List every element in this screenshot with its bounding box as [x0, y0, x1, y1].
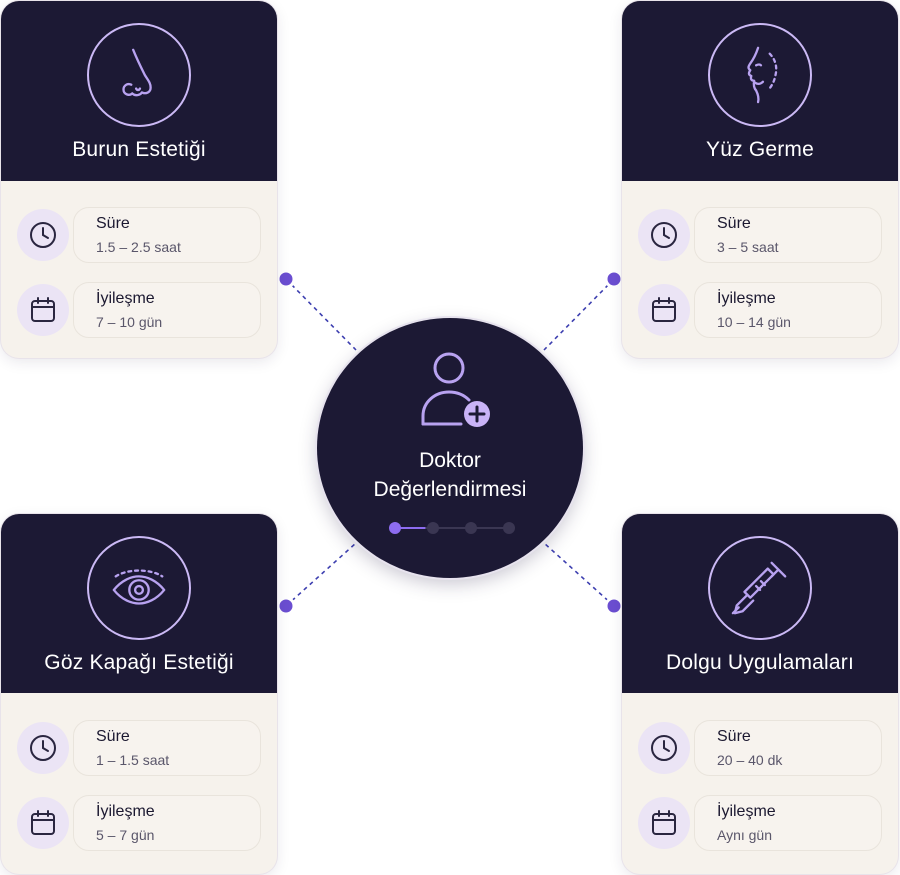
info-pill — [73, 720, 261, 776]
eye-icon — [87, 536, 191, 640]
connector-line-bottom-left — [285, 542, 357, 607]
center-hub-doktor-degerlendirmesi: Doktor Değerlendirmesi — [317, 318, 583, 578]
recovery-row: İyileşme Aynı gün — [638, 793, 882, 853]
recovery-label: İyileşme — [96, 803, 155, 820]
calendar-icon — [17, 797, 69, 849]
connector-line-bottom-right — [543, 542, 615, 607]
recovery-label: İyileşme — [96, 290, 155, 307]
info-pill — [73, 795, 261, 851]
center-title-line-2: Değerlendirmesi — [373, 478, 527, 501]
duration-row: Süre 1.5 – 2.5 saat — [17, 205, 261, 265]
recovery-label: İyileşme — [717, 803, 776, 820]
progress-step-dot — [465, 522, 477, 534]
clock-icon — [17, 209, 69, 261]
progress-step-dot — [389, 522, 401, 534]
recovery-value: 7 – 10 gün — [96, 314, 163, 330]
nose-icon — [87, 23, 191, 127]
card-yuz-germe: Yüz Germe Süre 3 – 5 saat İyileşme 10 – … — [622, 1, 898, 358]
progress-steps — [389, 522, 515, 534]
syringe-icon — [708, 536, 812, 640]
card-title: Burun Estetiği — [72, 138, 206, 161]
duration-label: Süre — [717, 728, 751, 745]
card-header: Göz Kapağı Estetiği — [1, 514, 277, 693]
info-pill — [694, 282, 882, 338]
info-pill — [694, 207, 882, 263]
card-header: Yüz Germe — [622, 1, 898, 181]
duration-row: Süre 1 – 1.5 saat — [17, 718, 261, 778]
recovery-row: İyileşme 5 – 7 gün — [17, 793, 261, 853]
recovery-label: İyileşme — [717, 290, 776, 307]
progress-step-dot — [503, 522, 515, 534]
calendar-icon — [638, 797, 690, 849]
duration-label: Süre — [717, 215, 751, 232]
card-header: Dolgu Uygulamaları — [622, 514, 898, 693]
connector-line-top-left — [285, 278, 357, 351]
card-dolgu-uygulamalari: Dolgu Uygulamaları Süre 20 – 40 dk İyile… — [622, 514, 898, 874]
calendar-icon — [17, 284, 69, 336]
recovery-value: Aynı gün — [717, 827, 773, 843]
calendar-icon — [638, 284, 690, 336]
info-pill — [73, 282, 261, 338]
card-goz-kapagi-estetigi: Göz Kapağı Estetiği Süre 1 – 1.5 saat İy… — [1, 514, 277, 874]
card-title: Göz Kapağı Estetiği — [44, 651, 234, 674]
card-burun-estetigi: Burun Estetiği Süre 1.5 – 2.5 saat İyile… — [1, 1, 277, 358]
info-pill — [694, 795, 882, 851]
duration-value: 3 – 5 saat — [717, 239, 779, 255]
duration-value: 1 – 1.5 saat — [96, 752, 170, 768]
duration-row: Süre 20 – 40 dk — [638, 718, 882, 778]
center-title: Doktor Değerlendirmesi — [317, 446, 583, 504]
clock-icon — [17, 722, 69, 774]
connector-node-bottom-left — [276, 596, 296, 616]
card-title: Dolgu Uygulamaları — [665, 651, 855, 674]
progress-step-dot — [427, 522, 439, 534]
clock-icon — [638, 722, 690, 774]
info-pill — [73, 207, 261, 263]
recovery-value: 5 – 7 gün — [96, 827, 155, 843]
connector-node-top-left — [276, 269, 296, 289]
recovery-row: İyileşme 7 – 10 gün — [17, 280, 261, 340]
info-pill — [694, 720, 882, 776]
card-header: Burun Estetiği — [1, 1, 277, 181]
recovery-row: İyileşme 10 – 14 gün — [638, 280, 882, 340]
duration-value: 1.5 – 2.5 saat — [96, 239, 181, 255]
card-title: Yüz Germe — [706, 138, 814, 161]
duration-label: Süre — [96, 728, 130, 745]
connector-line-top-right — [543, 278, 615, 351]
user-plus-icon — [421, 352, 490, 427]
duration-row: Süre 3 – 5 saat — [638, 205, 882, 265]
recovery-value: 10 – 14 gün — [717, 314, 791, 330]
duration-label: Süre — [96, 215, 130, 232]
center-title-line-1: Doktor — [419, 449, 481, 472]
connector-node-bottom-right — [604, 596, 624, 616]
connector-node-top-right — [604, 269, 624, 289]
face-profile-icon — [708, 23, 812, 127]
clock-icon — [638, 209, 690, 261]
duration-value: 20 – 40 dk — [717, 752, 783, 768]
